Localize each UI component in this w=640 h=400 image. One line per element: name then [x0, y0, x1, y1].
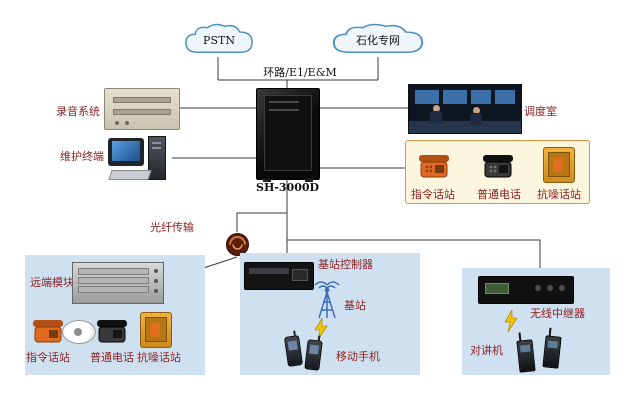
operator-figure	[473, 107, 480, 114]
recording-system-device	[104, 88, 180, 130]
noise-proof-phone-label: 抗噪话站	[537, 188, 581, 201]
lightning-icon	[504, 310, 518, 332]
monitor-screen	[112, 141, 140, 161]
base-station-antenna-icon	[314, 281, 340, 319]
recorder-slot	[113, 109, 171, 115]
trunk-label: 环路/E1/E&M	[263, 66, 337, 79]
cloud-icon	[185, 23, 253, 53]
wireless-repeater-device	[478, 276, 574, 304]
station-phones-box: 指令话站 普通电话 抗噪话站	[405, 140, 590, 204]
operator-figure	[430, 111, 442, 123]
monitor-icon	[108, 138, 144, 166]
dispatch-room-label: 调度室	[524, 105, 557, 118]
remote-module-rack	[72, 262, 164, 304]
maintenance-terminal	[108, 136, 170, 188]
cabinet-foot	[305, 179, 313, 182]
recording-system-label: 录音系统	[56, 105, 100, 118]
operator-figure	[433, 105, 440, 112]
console-screen	[415, 90, 439, 104]
ordinary-phone-icon	[97, 320, 127, 343]
fiber-label: 光纤传输	[150, 221, 194, 234]
command-phone-icon	[419, 155, 449, 178]
intercom-label: 对讲机	[470, 344, 503, 357]
petro-network-cloud: 石化专网	[330, 22, 426, 58]
remote-module-label: 远端模块	[30, 276, 74, 289]
cabinet-vent	[269, 109, 299, 111]
dispatch-room-photo	[408, 84, 522, 134]
noise-proof-phone-icon	[543, 147, 575, 183]
console-screen	[495, 90, 515, 104]
pstn-label: PSTN	[203, 33, 235, 47]
walkie-talkie-icon	[542, 327, 562, 369]
computer-tower-icon	[148, 136, 166, 180]
remote-command-phone-label: 指令话站	[26, 351, 70, 364]
base-station-label: 基站	[344, 299, 366, 312]
keyboard-icon	[108, 170, 152, 180]
command-phone-icon	[33, 320, 63, 343]
sh3000d-cabinet	[256, 88, 320, 182]
ordinary-phone-icon	[483, 155, 513, 178]
petro-network-label: 石化专网	[356, 34, 400, 47]
noise-proof-phone-icon	[140, 312, 172, 348]
fiber-coil-icon	[226, 233, 249, 256]
remote-noise-phone-label: 抗噪话站	[137, 351, 181, 364]
recorder-button	[125, 121, 129, 125]
console-screen	[443, 90, 467, 104]
ordinary-phone-label: 普通电话	[477, 188, 521, 201]
walkie-talkie-icon	[516, 332, 536, 373]
recorder-button	[115, 121, 119, 125]
lightning-icon	[314, 318, 328, 340]
cloud-icon	[332, 23, 424, 53]
cabinet-label: SH-3000D	[256, 181, 320, 194]
cabinet-foot	[263, 179, 271, 182]
wireless-repeater-label: 无线中继器	[530, 307, 585, 320]
remote-ordinary-phone-label: 普通电话	[90, 351, 134, 364]
speaker-icon	[62, 320, 96, 344]
recorder-slot	[113, 97, 171, 103]
mobile-phone-label: 移动手机	[336, 350, 380, 363]
maintenance-terminal-label: 维护终端	[60, 150, 104, 163]
base-station-controller-label: 基站控制器	[318, 258, 373, 271]
cabinet-vent	[269, 101, 299, 103]
operator-figure	[470, 113, 482, 125]
base-station-controller-device	[244, 262, 314, 290]
command-phone-label: 指令话站	[411, 188, 455, 201]
console-screen	[471, 90, 491, 104]
console-desk	[409, 121, 521, 133]
cabinet-door	[264, 95, 312, 171]
pstn-cloud: PSTN	[183, 22, 255, 58]
